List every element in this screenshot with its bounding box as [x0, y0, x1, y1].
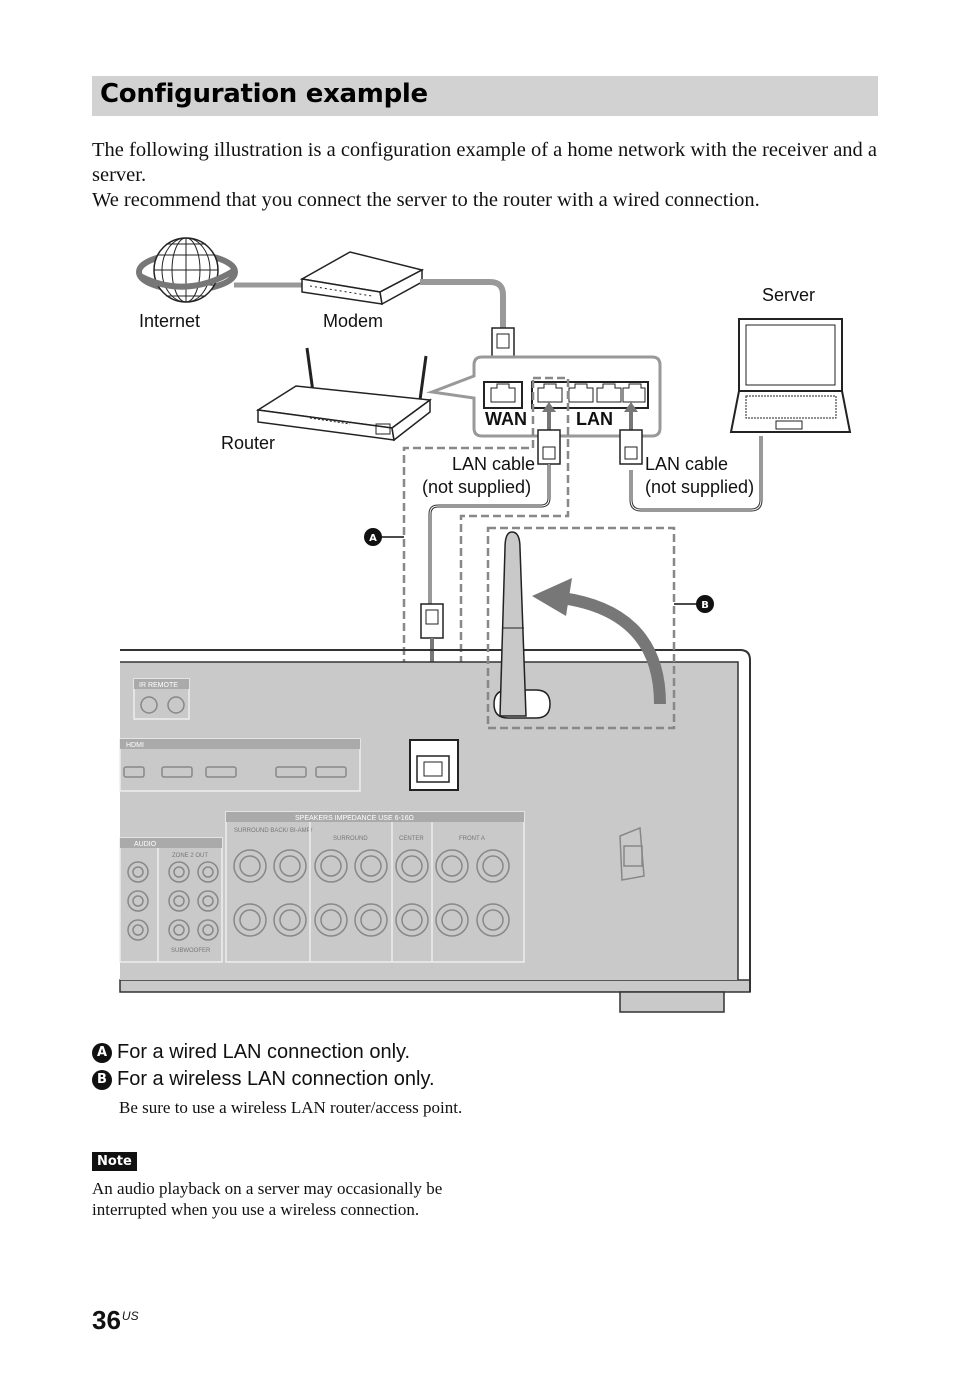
section-heading: Configuration example — [100, 79, 428, 109]
surround-back-label: SURROUND BACK/ BI-AMP/ — [234, 828, 313, 834]
wan-label: WAN — [485, 409, 527, 429]
modem-label: Modem — [323, 311, 383, 331]
intro-text: The following illustration is a configur… — [92, 138, 892, 213]
intro-paragraph-2: We recommend that you connect the server… — [92, 189, 760, 211]
surround-label: SURROUND — [333, 836, 368, 842]
lan-cable-1-line-1: LAN cable — [452, 454, 535, 474]
section-heading-bar: Configuration example — [92, 76, 878, 116]
router-label: Router — [221, 433, 275, 453]
center-label: CENTER — [399, 836, 424, 842]
router-icon — [255, 347, 433, 442]
rj45-plug-icon — [537, 429, 561, 465]
legend-a-badge: A — [92, 1042, 112, 1063]
rotate-arrow-icon — [532, 578, 666, 705]
speakers-label: SPEAKERS IMPEDANCE USE 6-16Ω — [295, 815, 414, 822]
hdmi-label: HDMI — [126, 742, 144, 749]
page-number-value: 36 — [92, 1305, 121, 1335]
legend-b-text: For a wireless LAN connection only. — [117, 1068, 435, 1090]
marker-b-letter: B — [701, 600, 709, 611]
legend-item-b: B For a wireless LAN connection only. — [92, 1068, 435, 1091]
note-badge: Note — [92, 1152, 137, 1171]
legend-item-a: A For a wired LAN connection only. — [92, 1041, 410, 1064]
note-text: An audio playback on a server may occasi… — [92, 1179, 443, 1219]
lan-cable-2-line-1: LAN cable — [645, 454, 728, 474]
intro-paragraph-1: The following illustration is a configur… — [92, 139, 878, 186]
wan-port — [483, 381, 523, 409]
server-label: Server — [762, 285, 815, 305]
rj45-plug-icon — [619, 429, 643, 465]
antenna-icon — [493, 531, 551, 719]
lan-cable-2-line-2: (not supplied) — [645, 477, 754, 497]
wireless-region-outline — [486, 526, 676, 730]
cable-modem-router — [420, 279, 506, 330]
zone-out-label: ZONE 2 OUT — [172, 853, 208, 859]
marker-a-icon — [364, 528, 382, 546]
front-a-label: FRONT A — [459, 836, 485, 842]
page-number: 36US — [92, 1305, 139, 1336]
rj45-plug-icon — [420, 603, 444, 639]
ir-remote-label: IR REMOTE — [139, 682, 178, 689]
internet-label: Internet — [139, 311, 200, 331]
legend-b-subnote: Be sure to use a wireless LAN router/acc… — [119, 1098, 463, 1117]
lan-cable-1-line-2: (not supplied) — [422, 477, 531, 497]
modem-icon — [299, 251, 425, 306]
globe-icon — [136, 237, 238, 303]
audio-label: AUDIO — [134, 841, 157, 848]
page-number-suffix: US — [121, 1309, 139, 1323]
marker-a-letter: A — [369, 533, 377, 544]
network-diagram: Internet Modem Router WAN — [119, 237, 852, 1013]
legend-b-badge: B — [92, 1069, 112, 1090]
subwoofer-label: SUBWOOFER — [171, 948, 211, 954]
lan-label: LAN — [576, 409, 613, 429]
marker-b-icon — [696, 595, 714, 613]
laptop-icon — [729, 318, 852, 433]
receiver-rear-panel: IR REMOTE HDMI SPEAKERS IMPEDANCE USE 6-… — [119, 649, 751, 1013]
legend-a-text: For a wired LAN connection only. — [117, 1041, 411, 1063]
